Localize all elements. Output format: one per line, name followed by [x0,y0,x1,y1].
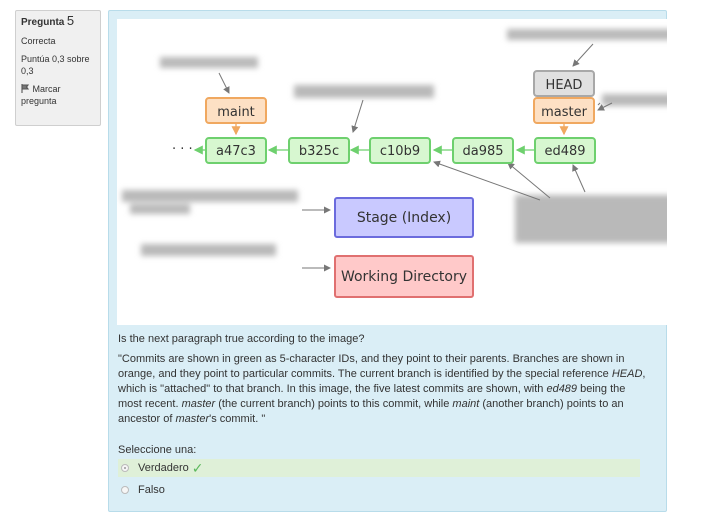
paragraph-text: (the current branch) points to this comm… [215,398,453,410]
option-falso[interactable]: Falso [118,481,165,499]
branch-arrows [231,124,569,136]
question-status: Correcta [21,36,56,46]
commit-ed489: ed489 [534,137,596,164]
working-dir-label: Working Directory [341,269,467,285]
commit-da985: da985 [452,137,514,164]
paragraph-text: "Commits are shown in green as 5-charact… [118,353,625,380]
commit-ellipsis: · · · [172,142,193,157]
paragraph-em: master [175,413,210,425]
git-diagram: · · · a47c3 b325c c10b9 [117,19,667,325]
paragraph-em: HEAD [611,368,643,380]
option-label: Falso [138,484,165,496]
paragraph-text: (another branch) points to an ancestor o… [118,398,624,425]
commit-b325c: b325c [288,137,350,164]
answer-prompt: Seleccione una: [118,444,197,456]
paragraph-text: 's commit. " [209,413,266,425]
option-verdadero[interactable]: Verdadero ✓ [118,459,640,477]
option-label: Verdadero [138,462,189,474]
commit-label: c10b9 [380,144,420,159]
annotation-arrows [218,43,613,272]
paragraph-text: , which is "attached" to that branch. In… [118,368,646,395]
branch-label: maint [217,105,255,120]
branch-master: master [533,97,595,124]
commit-label: ed489 [544,144,585,159]
blurred-annotations [122,29,667,256]
question-paragraph: "Commits are shown in green as 5-charact… [118,352,648,427]
commit-label: a47c3 [216,144,256,159]
question-label: Pregunta [21,17,65,28]
commit-c10b9: c10b9 [369,137,431,164]
question-text: Is the next paragraph true according to … [118,333,365,345]
question-heading: Pregunta 5 [21,13,95,29]
question-number: 5 [66,13,75,28]
radio-verdadero[interactable] [121,464,129,472]
commit-label: da985 [462,144,503,159]
stage-label: Stage (Index) [357,210,451,226]
paragraph-em: master [181,398,216,410]
flag-icon [21,84,33,94]
paragraph-em: maint [452,398,480,410]
branch-label: master [541,105,587,120]
checkmark-icon: ✓ [191,460,204,476]
radio-falso[interactable] [121,486,129,494]
paragraph-text: being the most recent. [118,383,626,410]
branch-maint: maint [205,97,267,124]
flag-question-link[interactable]: Marcar pregunta [21,83,95,107]
head-label: HEAD [546,78,583,93]
commit-label: b325c [299,144,339,159]
git-diagram-svg: · · · a47c3 b325c c10b9 [122,29,667,298]
paragraph-em: ed489 [546,383,578,395]
question-info-panel: Pregunta 5 Correcta Puntúa 0,3 sobre 0,3… [15,10,101,126]
stage-index-box: Stage (Index) [334,197,474,238]
commit-a47c3: a47c3 [205,137,267,164]
question-score: Puntúa 0,3 sobre 0,3 [21,54,90,76]
working-directory-box: Working Directory [334,255,474,298]
head-ref: HEAD [533,70,595,97]
flag-question-label: Marcar pregunta [21,84,61,106]
